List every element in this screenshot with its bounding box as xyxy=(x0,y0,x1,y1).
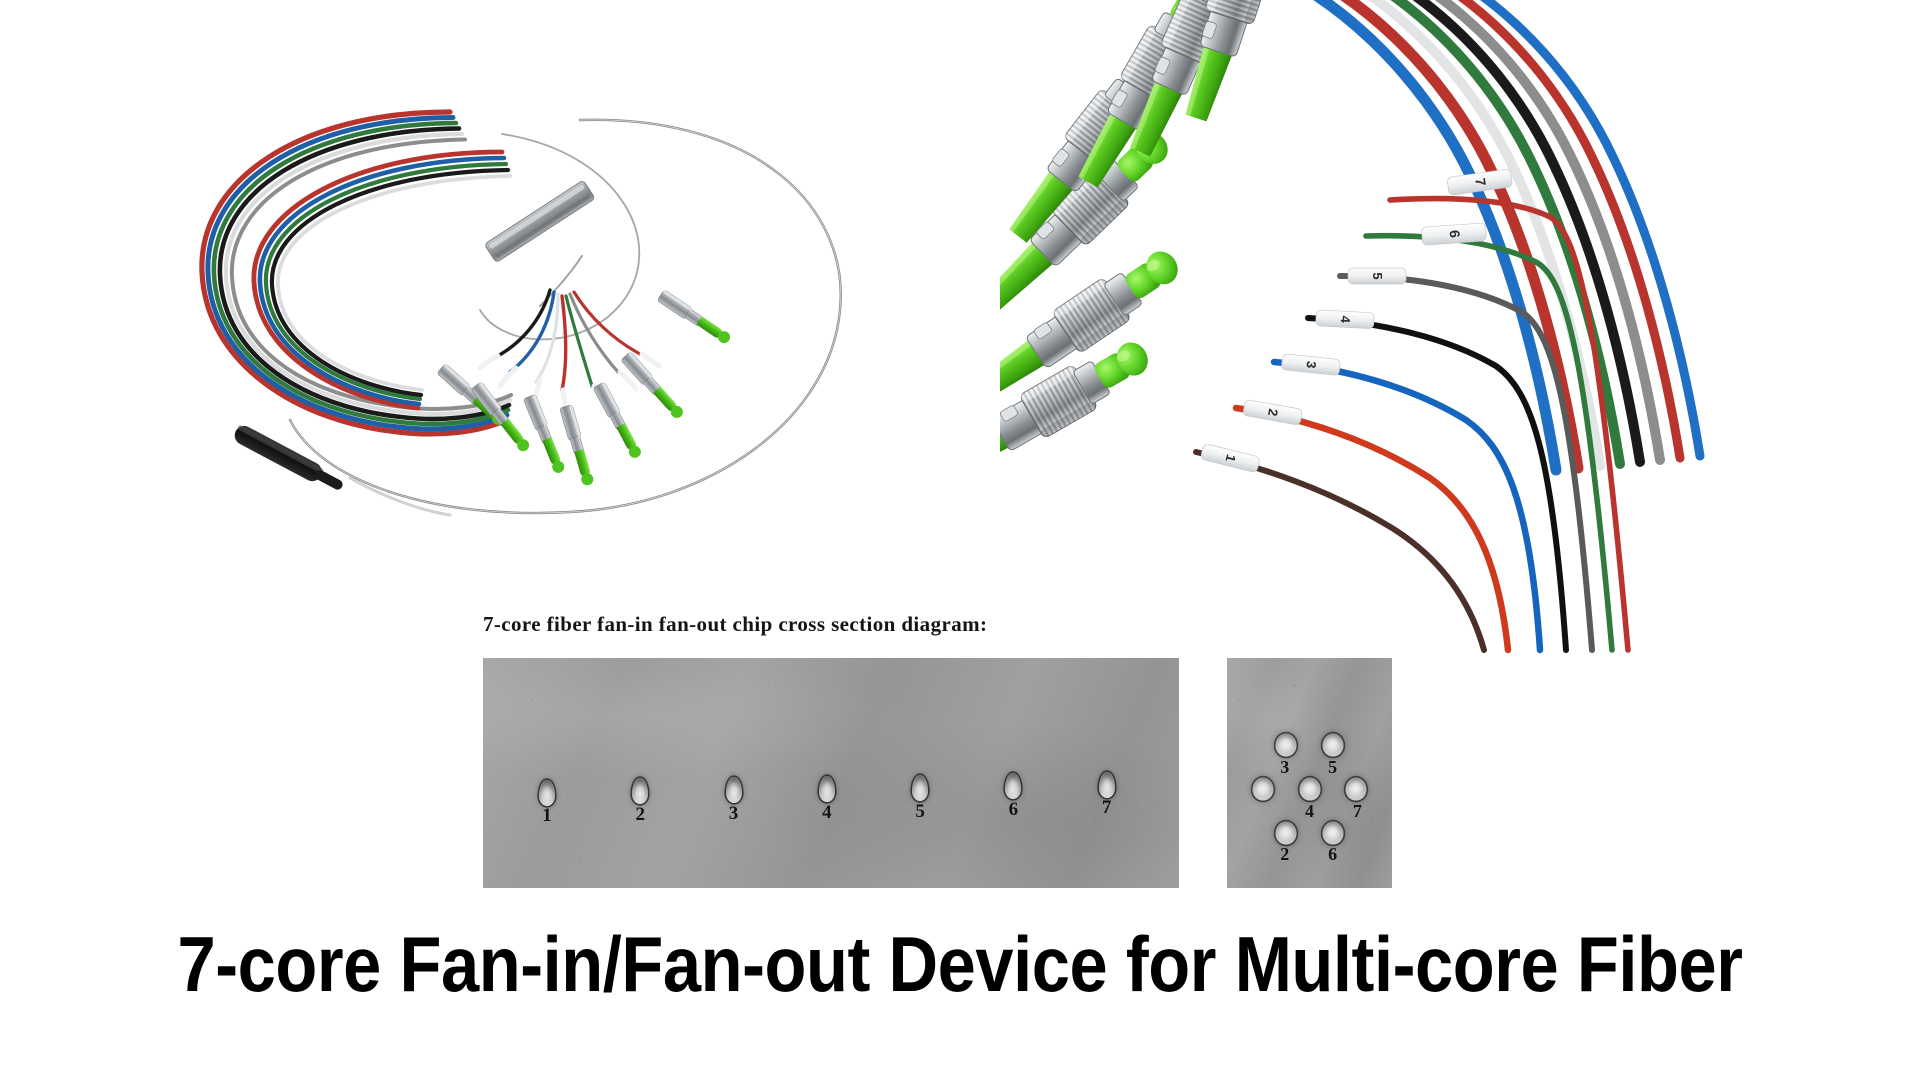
core-label-5: 5 xyxy=(915,800,925,822)
core-hole-7 xyxy=(1098,771,1115,798)
core-label-7: 7 xyxy=(1101,797,1112,819)
connector-closeup-illustration: 1 2 3 4 5 xyxy=(1000,0,1705,654)
core-hole-4 xyxy=(818,776,835,803)
sleeve-label-4: 4 xyxy=(1338,315,1353,324)
core-hole-5 xyxy=(912,774,929,801)
hex-core-label-3: 3 xyxy=(1280,757,1290,778)
core-label-4: 4 xyxy=(822,801,832,823)
core-label-6: 6 xyxy=(1008,799,1019,821)
product-photo-left xyxy=(150,60,870,560)
core-hole-1 xyxy=(539,779,556,806)
hex-core-hole-7 xyxy=(1345,777,1367,801)
product-photo-right: 1 2 3 4 5 xyxy=(1000,0,1920,660)
sleeve-label-3: 3 xyxy=(1304,360,1320,369)
hex-core-label-7: 7 xyxy=(1352,800,1362,821)
micro-linear-background xyxy=(483,658,1179,888)
sleeve-label-7: 7 xyxy=(1472,177,1489,187)
hex-core-label-4: 4 xyxy=(1305,800,1314,821)
page-title: 7-core Fan-in/Fan-out Device for Multi-c… xyxy=(177,920,1743,1008)
hex-core-hole-2 xyxy=(1275,821,1297,845)
micro-hex-texture xyxy=(1227,658,1392,888)
hex-core-hole-6 xyxy=(1322,821,1344,845)
chip-cross-section-caption: 7-core fiber fan-in fan-out chip cross s… xyxy=(483,612,988,636)
microscope-image-linear-array: 1 2 3 4 5 6 7 xyxy=(483,658,1179,888)
micro-hex-background xyxy=(1227,658,1392,888)
fanout-device-illustration xyxy=(199,109,842,517)
connector-group-right xyxy=(1000,0,1294,493)
core-hole-6 xyxy=(1005,773,1022,800)
core-label-3: 3 xyxy=(728,803,739,825)
hex-core-hole-1 xyxy=(1252,777,1274,801)
hex-core-hole-4 xyxy=(1299,777,1320,801)
hex-core-label-6: 6 xyxy=(1328,844,1338,865)
hex-core-hole-3 xyxy=(1275,733,1297,757)
core-label-1: 1 xyxy=(542,805,552,827)
core-hole-2 xyxy=(632,778,649,805)
core-hole-3 xyxy=(725,777,742,804)
connector-group-left xyxy=(437,290,731,486)
sleeve-label-6: 6 xyxy=(1447,230,1464,239)
micro-linear-texture xyxy=(483,658,1179,888)
hex-core-label-5: 5 xyxy=(1328,757,1338,778)
core-label-2: 2 xyxy=(635,804,646,826)
hex-core-label-2: 2 xyxy=(1280,844,1290,865)
microscope-image-hex-array: 3 5 4 7 2 6 xyxy=(1227,658,1392,888)
sleeve-label-2: 2 xyxy=(1265,408,1281,418)
hex-core-hole-5 xyxy=(1322,733,1344,757)
sleeve-label-5: 5 xyxy=(1370,272,1385,279)
sleeve-label-1: 1 xyxy=(1223,453,1239,464)
